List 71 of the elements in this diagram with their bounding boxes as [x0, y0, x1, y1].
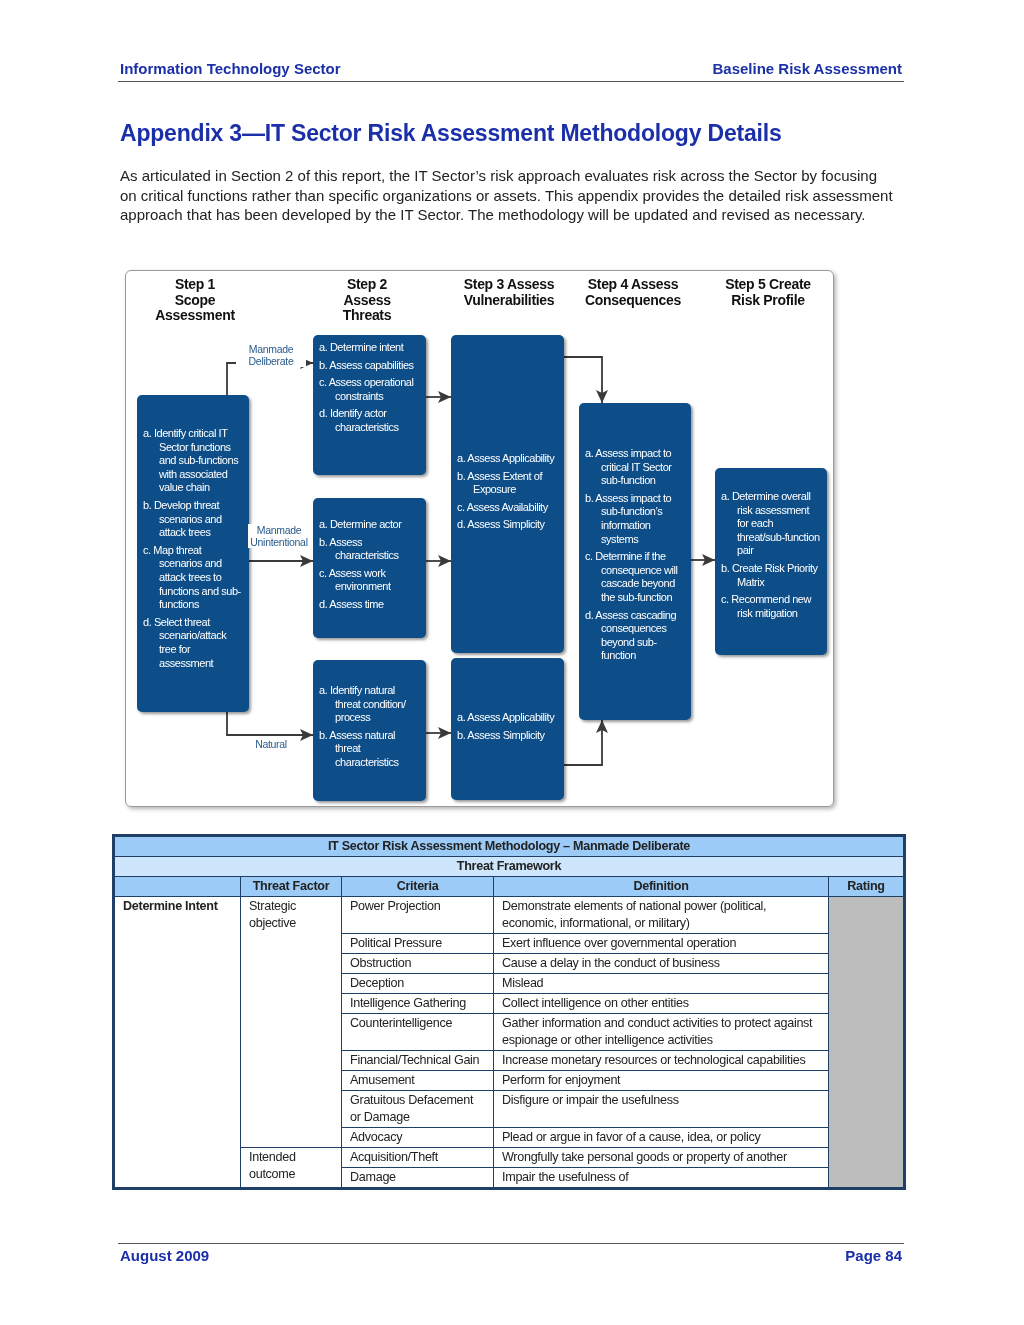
step-item: a. Identify natural threat condition/ process [319, 684, 407, 725]
step-item: a. Assess Applicability [457, 452, 556, 466]
arrow [226, 711, 314, 741]
step-item: d. Identify actor characteristics [319, 407, 400, 435]
table-text: Power Projection [341, 896, 494, 934]
step-item: a. Determine intent [319, 341, 405, 355]
footer-text: August 2009 [120, 1247, 210, 1264]
edge-label: Manmade Unintentional [248, 524, 310, 548]
edge-label: Manmade Deliberate [236, 343, 306, 367]
header-text: Information Technology Sector [120, 60, 341, 77]
table-title: IT Sector Risk Assessment Methodology – Manmade Deliberate [113, 835, 905, 857]
table-text: Intelligence Gathering [341, 993, 494, 1014]
arrow [563, 356, 608, 404]
step-heading: Step 4 Assess Consequences [584, 277, 682, 308]
step-item: c. Determine if the consequence will cascade beyond the sub-function [585, 550, 679, 605]
step-item: c. Assess operational constraints [319, 376, 415, 404]
step-heading: Step 3 Assess Vulnerabilities [462, 277, 556, 308]
table-text: Demonstrate elements of national power (political, economic, informational, or military) [493, 896, 829, 934]
step-item: b. Assess capabilities [319, 358, 415, 373]
arrow [425, 727, 452, 739]
step-heading: Step 1 Scope Assessment [154, 277, 236, 324]
page-title: Appendix 3—IT Sector Risk Assessment Methodology Details [120, 120, 783, 147]
table-text: Strategic objective [240, 896, 342, 1148]
arrow [563, 719, 608, 766]
arrow [690, 554, 716, 566]
step-item: a. Assess Applicability [457, 711, 556, 725]
step-item: a. Identify critical IT Sector functions and sub-functions with associated value chain [143, 427, 240, 495]
arrow [248, 555, 314, 567]
table-text: Advocacy [341, 1127, 494, 1148]
step-item: d. Assess time [319, 597, 385, 612]
table-subtitle: Threat Framework [113, 856, 905, 877]
arrow [425, 391, 452, 403]
body-paragraph: As articulated in Section 2 of this report, the IT Sector’s risk approach evaluates risk across the Sector by focusing on critical functions rather than specific organizations or assets. This appendix provides the detailed risk assessment approach that has been developed by the IT Sector. The methodology will be updated and revised as necessary. [120, 166, 894, 225]
table-text: Gratuitous Defacement or Damage [341, 1090, 494, 1128]
step-item: c. Assess Availability [457, 500, 549, 515]
table-text: Amusement [341, 1070, 494, 1091]
footer-text: Page 84 [844, 1247, 902, 1264]
process-box [451, 335, 564, 653]
step-item: b. Assess characteristics [319, 535, 400, 563]
step-item: a. Assess impact to critical IT Sector sub-function [585, 447, 673, 488]
process-box [715, 468, 827, 655]
step-item: b. Assess Extent of Exposure [457, 469, 544, 497]
process-box [313, 335, 426, 475]
process-box [451, 658, 564, 800]
process-box [313, 498, 426, 638]
step-item: a. Determine overall risk assessment for each threat/sub-function pair [721, 490, 821, 558]
process-box [579, 403, 691, 720]
header-text: Baseline Risk Assessment [711, 60, 902, 77]
process-box [137, 395, 249, 712]
step-item: b. Create Risk Priority Matrix [721, 561, 819, 590]
step-item: d. Select threat scenario/attack tree for assessment [143, 615, 228, 671]
table-text: Deception [341, 973, 494, 994]
step-item: c. Assess work environment [319, 566, 392, 594]
arrow [425, 555, 452, 567]
table-text: Acquisition/Theft [341, 1147, 494, 1168]
step-heading: Step 2 Assess Threats [341, 277, 393, 324]
step-item: a. Determine actor [319, 518, 403, 532]
table-text: Financial/Technical Gain [341, 1050, 494, 1071]
table-text: Obstruction [341, 953, 494, 974]
process-box [313, 660, 426, 801]
step-item: c. Recommend new risk mitigation [721, 593, 813, 621]
step-item: b. Develop threat scenarios and attack trees [143, 498, 223, 540]
step-item: d. Assess Simplicity [457, 518, 546, 532]
table-text: Political Pressure [341, 933, 494, 954]
step-item: c. Map threat scenarios and attack trees to functions and sub-functions [143, 543, 242, 612]
step-item: b. Assess impact to sub-function’s information systems [585, 491, 673, 547]
table-text: Counterintelligence [341, 1013, 494, 1051]
step-item: b. Assess natural threat characteristics [319, 728, 400, 770]
step-item: d. Assess cascading consequences beyond sub-function [585, 608, 678, 663]
step-item: b. Assess Simplicity [457, 729, 546, 743]
step-heading: Step 5 Create Risk Profile [724, 277, 812, 308]
